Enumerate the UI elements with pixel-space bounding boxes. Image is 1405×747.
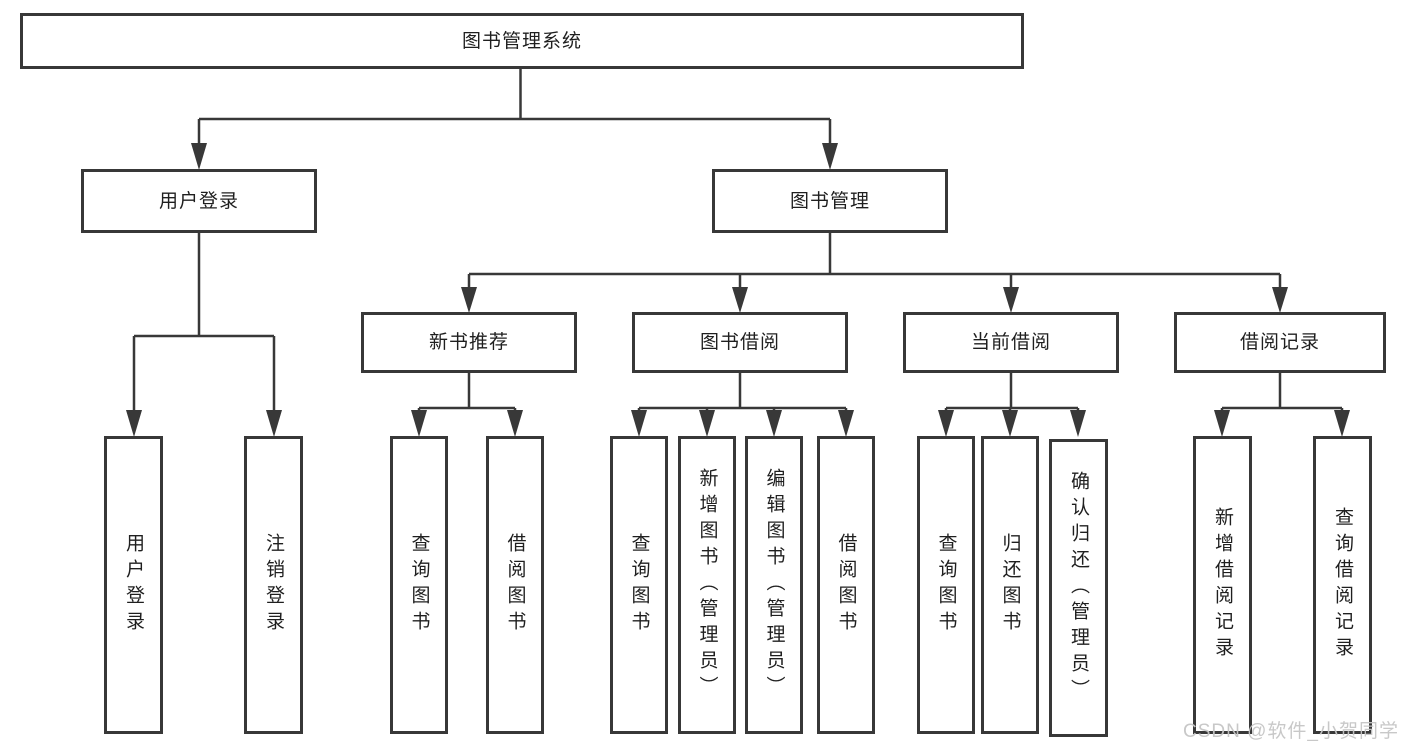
node-book-borrow: 图书借阅 <box>632 312 848 373</box>
leaf-query-books-recommend: 查询图书 <box>390 436 448 734</box>
leaf-add-books-admin: 新增图书（管理员） <box>678 436 736 734</box>
node-book-management: 图书管理 <box>712 169 948 233</box>
leaf-borrow-books: 借阅图书 <box>817 436 875 734</box>
leaf-confirm-return-admin: 确认归还（管理员） <box>1049 439 1108 737</box>
leaf-edit-books-admin: 编辑图书（管理员） <box>745 436 803 734</box>
node-current-borrow: 当前借阅 <box>903 312 1119 373</box>
leaf-query-books-current: 查询图书 <box>917 436 975 734</box>
node-user-login: 用户登录 <box>81 169 317 233</box>
arrowheads <box>126 143 1350 437</box>
tree-edges <box>132 68 1344 412</box>
leaf-logout: 注销登录 <box>244 436 303 734</box>
leaf-add-borrow-record: 新增借阅记录 <box>1193 436 1252 734</box>
leaf-query-books-borrow: 查询图书 <box>610 436 668 734</box>
node-root-system: 图书管理系统 <box>20 13 1024 69</box>
leaf-query-borrow-record: 查询借阅记录 <box>1313 436 1372 734</box>
leaf-user-login: 用户登录 <box>104 436 163 734</box>
leaf-borrow-books-recommend: 借阅图书 <box>486 436 544 734</box>
leaf-return-books: 归还图书 <box>981 436 1039 734</box>
node-new-book-recommend: 新书推荐 <box>361 312 577 373</box>
csdn-watermark: CSDN @软件_小贺同学 <box>1183 721 1399 742</box>
node-borrow-records: 借阅记录 <box>1174 312 1386 373</box>
